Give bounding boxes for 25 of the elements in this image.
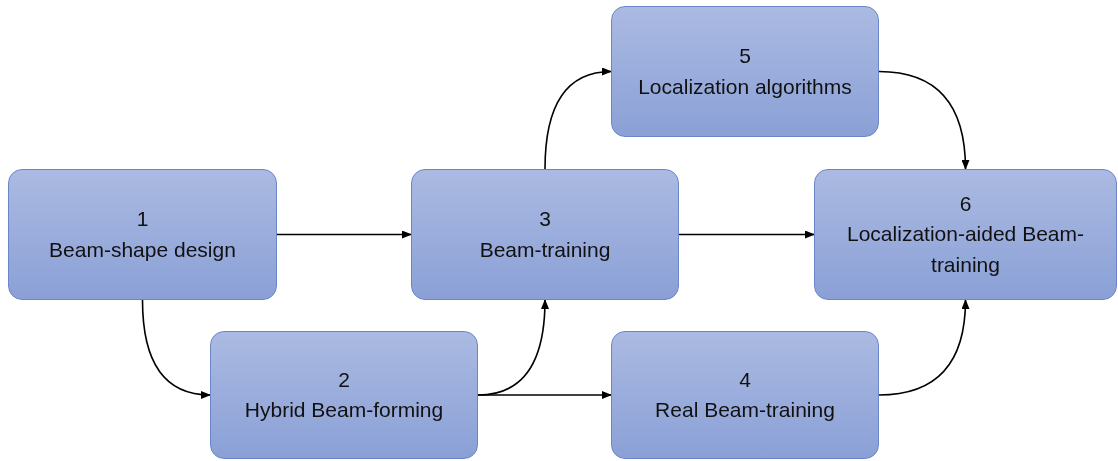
step-label: Localization-aided Beam-training bbox=[846, 221, 1085, 278]
arrow bbox=[141, 299, 211, 399]
step-number: 5 bbox=[738, 43, 752, 70]
process-box bbox=[210, 331, 478, 459]
step-number: 2 bbox=[337, 366, 351, 393]
arrow bbox=[878, 299, 970, 396]
arrow bbox=[878, 70, 970, 170]
step-label: Beam-shape design bbox=[48, 236, 237, 263]
step-number: 6 bbox=[958, 190, 973, 217]
step-label: Beam-training bbox=[478, 236, 612, 263]
step-label: Localization algorithms bbox=[637, 73, 853, 100]
step-number: 4 bbox=[738, 366, 752, 393]
arrow bbox=[477, 391, 612, 399]
arrow bbox=[544, 68, 612, 170]
step-label: Real Beam-training bbox=[654, 397, 836, 423]
process-box bbox=[814, 169, 1117, 300]
arrow bbox=[276, 230, 412, 239]
step-number: 1 bbox=[135, 206, 150, 233]
process-box bbox=[8, 169, 277, 300]
process-box bbox=[611, 6, 879, 137]
arrow bbox=[678, 230, 815, 239]
step-label: Hybrid Beam-forming bbox=[243, 397, 445, 423]
process-box bbox=[411, 169, 679, 300]
process-box bbox=[611, 331, 879, 459]
step-number: 3 bbox=[538, 206, 552, 233]
